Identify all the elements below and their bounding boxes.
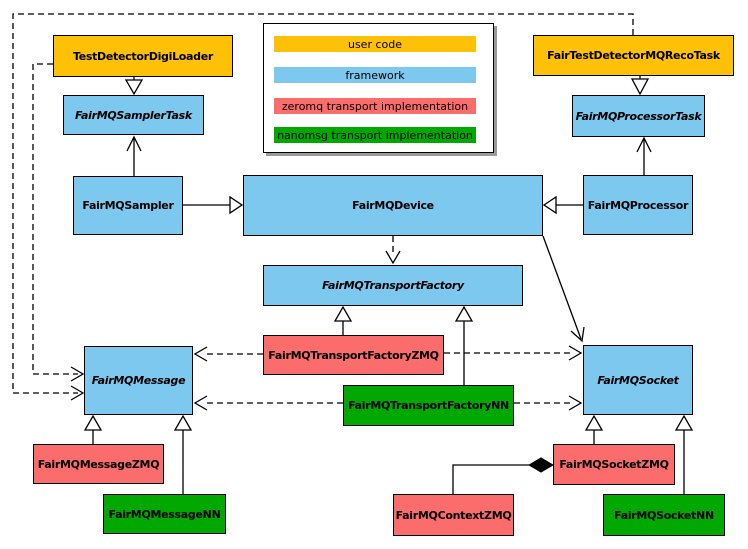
node-fairmq-sampler: FairMQSampler [73, 176, 183, 235]
edge-association-device-socket [542, 235, 585, 343]
node-fairmq-device: FairMQDevice [243, 175, 543, 236]
edge-dependency-digiloader-message [32, 63, 85, 382]
node-fairmq-socket: FairMQSocket [583, 345, 693, 415]
edge-inheritance-digiloader-samplertask [124, 77, 144, 96]
edge-inheritance-factoryzmq-transportfactory [333, 305, 353, 335]
legend-item-zeromq: zeromq transport implementation [274, 98, 476, 114]
node-test-detector-digi-loader: TestDetectorDigiLoader [53, 35, 233, 77]
edge-association-sampler-samplertask [126, 135, 142, 176]
legend-item-nanomsg: nanomsg transport implementation [274, 127, 476, 143]
node-fair-test-detector-mq-reco-task: FairTestDetectorMQRecoTask [533, 35, 734, 76]
legend: user code framework zeromq transport imp… [263, 23, 494, 153]
node-fairmq-transport-factory-zmq: FairMQTransportFactoryZMQ [263, 335, 444, 375]
edge-inheritance-sampler-device [183, 195, 244, 215]
node-fairmq-processor: FairMQProcessor [583, 175, 693, 235]
node-fairmq-socket-nn: FairMQSocketNN [603, 494, 725, 536]
node-fairmq-socket-zmq: FairMQSocketZMQ [553, 444, 675, 485]
node-fairmq-sampler-task: FairMQSamplerTask [63, 95, 204, 135]
node-fairmq-message: FairMQMessage [84, 346, 193, 415]
edge-inheritance-socketzmq-socket [584, 414, 604, 444]
edge-dependency-factorynn-message [193, 395, 343, 411]
edge-dependency-recotask-message [12, 13, 634, 401]
edge-inheritance-messagenn-message [173, 414, 193, 494]
node-fairmq-processor-task: FairMQProcessorTask [572, 95, 705, 137]
edge-dependency-factorynn-socket [514, 395, 583, 411]
node-fairmq-message-zmq: FairMQMessageZMQ [33, 444, 164, 484]
edge-dependency-factoryzmq-message [193, 346, 263, 362]
edge-dependency-factoryzmq-socket [444, 345, 583, 361]
edge-association-processor-processortask [636, 136, 652, 175]
legend-item-user-code: user code [274, 36, 476, 52]
node-fairmq-transport-factory-nn: FairMQTransportFactoryNN [343, 385, 514, 426]
edge-inheritance-factorynn-transportfactory [454, 305, 474, 385]
edge-inheritance-messagezmq-message [83, 414, 103, 444]
node-fairmq-context-zmq: FairMQContextZMQ [393, 494, 514, 536]
edge-inheritance-socketnn-socket [674, 414, 694, 494]
legend-item-framework: framework [274, 67, 476, 83]
edge-composition-contextzmq-socketzmq [452, 457, 554, 495]
node-fairmq-transport-factory: FairMQTransportFactory [263, 265, 523, 306]
edge-inheritance-processor-device [542, 195, 583, 215]
edge-inheritance-recotask-processortask [630, 76, 650, 96]
edge-dependency-device-transportfactory [385, 236, 401, 265]
node-fairmq-message-nn: FairMQMessageNN [103, 494, 226, 534]
